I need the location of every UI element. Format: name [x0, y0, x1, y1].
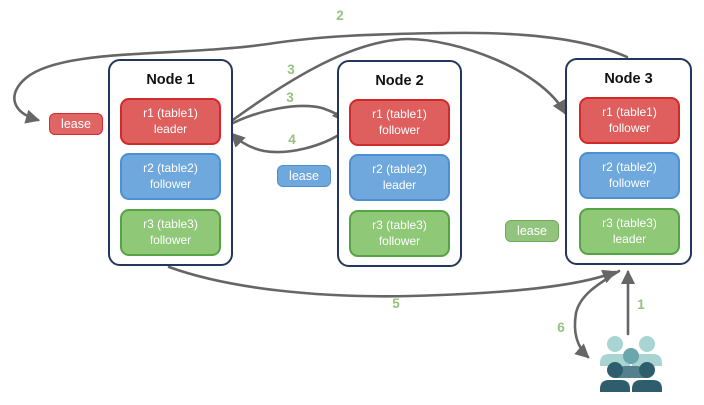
replica-name: r2 (table2) [143, 161, 198, 176]
node-1-replica-r3: r3 (table3) follower [120, 209, 221, 256]
arrow-4-node2-r1-to-node1-r1 [230, 129, 347, 154]
arrow-label-5: 5 [392, 296, 400, 311]
node-3-replica-r3: r3 (table3) leader [579, 208, 680, 255]
arrow-label-4: 4 [288, 132, 296, 147]
arrow-label-3a: 3 [287, 62, 295, 77]
node-3-replica-r1: r1 (table1) follower [579, 97, 680, 144]
arrow-3-node1-r1-to-node3-r1 [228, 37, 567, 124]
replica-name: r3 (table3) [143, 217, 198, 232]
replica-role: leader [153, 121, 188, 136]
node-1-title: Node 1 [146, 72, 195, 88]
replica-role: follower [149, 232, 192, 247]
lease-label-table2: lease [277, 165, 331, 187]
users-group-icon [600, 336, 662, 392]
replica-role: follower [378, 122, 421, 137]
replica-name: r1 (table1) [372, 107, 427, 122]
arrow-label-1: 1 [637, 297, 645, 312]
node-3-title: Node 3 [604, 71, 653, 87]
arrow-label-2: 2 [336, 8, 344, 23]
replica-role: follower [608, 120, 651, 135]
replica-name: r2 (table2) [372, 162, 427, 177]
replica-name: r1 (table1) [143, 106, 198, 121]
node-2-replica-r1: r1 (table1) follower [349, 99, 450, 146]
node-3-replica-r2: r2 (table2) follower [579, 152, 680, 199]
node-2-replica-r2: r2 (table2) leader [349, 154, 450, 201]
replica-role: leader [612, 231, 647, 246]
node-2-title: Node 2 [375, 73, 424, 89]
replica-name: r3 (table3) [372, 218, 427, 233]
replica-role: leader [382, 177, 417, 192]
arrow-2-node3-to-red-lease [13, 31, 629, 124]
replica-name: r1 (table1) [602, 105, 657, 120]
node-3: Node 3 r1 (table1) follower r2 (table2) … [565, 58, 692, 265]
node-2: Node 2 r1 (table1) follower r2 (table2) … [337, 60, 462, 267]
arrow-label-3b: 3 [286, 90, 294, 105]
arrow-5-node1-to-node3 [167, 265, 617, 298]
lease-label-table3: lease [505, 220, 559, 242]
replica-role: follower [608, 175, 651, 190]
arrow-label-6: 6 [557, 320, 565, 335]
node-1-replica-r2: r2 (table2) follower [120, 153, 221, 200]
replica-role: follower [149, 176, 192, 191]
node-1: Node 1 r1 (table1) leader r2 (table2) fo… [108, 59, 233, 266]
node-1-replica-r1: r1 (table1) leader [120, 98, 221, 145]
lease-label-table1: lease [49, 113, 103, 135]
replica-name: r3 (table3) [602, 216, 657, 231]
arrow-6-node3-to-users [573, 269, 621, 359]
replica-role: follower [378, 233, 421, 248]
node-2-replica-r3: r3 (table3) follower [349, 210, 450, 257]
replica-name: r2 (table2) [602, 160, 657, 175]
